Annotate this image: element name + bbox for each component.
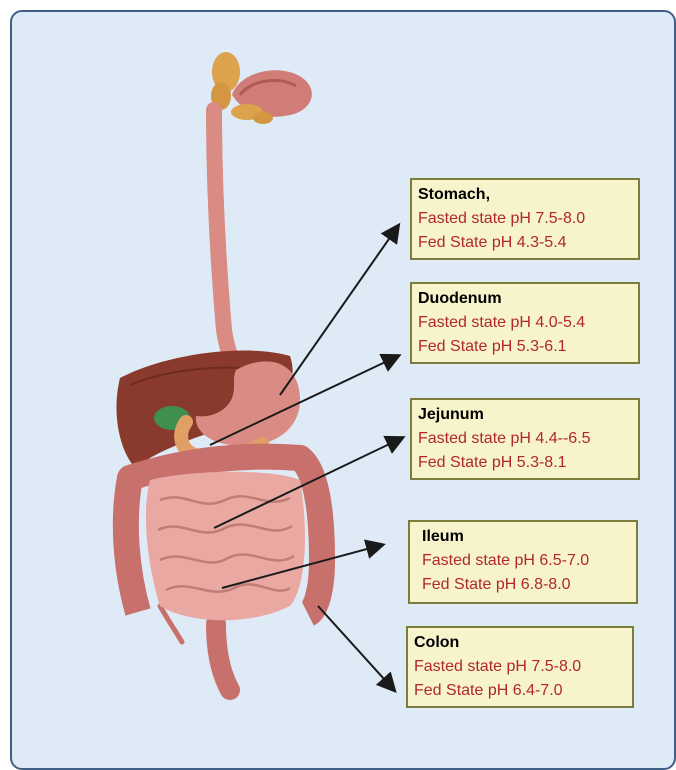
- fasted-ph: Fasted state pH 4.4--6.5: [418, 427, 632, 451]
- fasted-ph: Fasted state pH 7.5-8.0: [414, 655, 626, 679]
- duodenum-label: Duodenum Fasted state pH 4.0-5.4 Fed Sta…: [410, 282, 640, 364]
- fasted-ph: Fasted state pH 4.0-5.4: [418, 311, 632, 335]
- fed-ph: Fed State pH 5.3-6.1: [418, 335, 632, 359]
- organ-name: Colon: [414, 631, 626, 655]
- colon-label: Colon Fasted state pH 7.5-8.0 Fed State …: [406, 626, 634, 708]
- fasted-ph: Fasted state pH 6.5-7.0: [422, 549, 630, 573]
- fed-ph: Fed State pH 6.8-8.0: [422, 573, 630, 597]
- rectum-illustration: [216, 624, 230, 690]
- stomach-arrow: [280, 226, 398, 395]
- organ-name: Ileum: [422, 525, 630, 549]
- fasted-ph: Fasted state pH 7.5-8.0: [418, 207, 632, 231]
- jejunum-label: Jejunum Fasted state pH 4.4--6.5 Fed Sta…: [410, 398, 640, 480]
- ileum-label: Ileum Fasted state pH 6.5-7.0 Fed State …: [408, 520, 638, 604]
- stomach-label: Stomach, Fasted state pH 7.5-8.0 Fed Sta…: [410, 178, 640, 260]
- esophagus-illustration: [214, 110, 240, 376]
- organ-name: Stomach,: [418, 183, 632, 207]
- organ-name: Duodenum: [418, 287, 632, 311]
- fed-ph: Fed State pH 4.3-5.4: [418, 231, 632, 255]
- organ-name: Jejunum: [418, 403, 632, 427]
- fed-ph: Fed State pH 5.3-8.1: [418, 451, 632, 475]
- small-intestine-illustration: [146, 472, 305, 621]
- colon-arrow: [318, 606, 394, 690]
- fed-ph: Fed State pH 6.4-7.0: [414, 679, 626, 703]
